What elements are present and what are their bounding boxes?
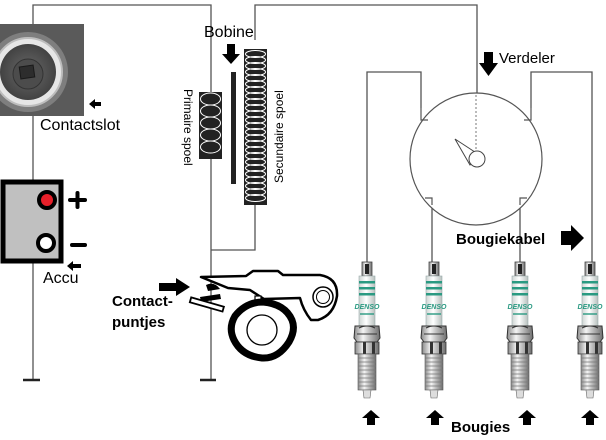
- arrow-up-icon: [518, 410, 536, 425]
- rotor-icon: [454, 138, 486, 168]
- breaker-points-icon: [188, 269, 339, 362]
- contactslot-label: Contactslot: [40, 117, 121, 134]
- arrow-left-icon: [67, 261, 81, 271]
- wire-coil-to-distributor: [254, 4, 478, 95]
- coil-winding: [245, 158, 266, 166]
- coil-winding: [245, 152, 266, 160]
- contactpuntjes: Contact- puntjes: [112, 269, 339, 362]
- bougies: Bougies: [353, 261, 604, 436]
- coil-winding: [245, 182, 266, 190]
- arrow-right-icon: [561, 225, 584, 251]
- coil-winding: [245, 134, 266, 142]
- bougiekabel-label: Bougiekabel: [456, 231, 545, 248]
- coil-winding: [245, 50, 266, 58]
- arrow-down-icon: [479, 52, 498, 76]
- verdeler-label: Verdeler: [499, 50, 555, 67]
- arrow-up-icon: [581, 410, 599, 425]
- coil-winding: [245, 146, 266, 154]
- secundaire-spoel-label: Secundaire spoel: [272, 90, 286, 183]
- coil-winding: [245, 98, 266, 106]
- coil-winding: [245, 128, 266, 136]
- accu-label: Accu: [43, 270, 79, 287]
- coil-winding: [245, 68, 266, 76]
- primary-coil-icon: [199, 92, 222, 159]
- coil-winding: [245, 140, 266, 148]
- coil-winding: [245, 56, 266, 64]
- bougies-label: Bougies: [451, 419, 510, 436]
- coil-winding: [245, 116, 266, 124]
- battery-minus-terminal: [36, 233, 56, 253]
- coil-winding: [245, 122, 266, 130]
- plus-icon: [68, 191, 87, 209]
- arrow-up-icon: [362, 410, 380, 425]
- coil-winding: [245, 188, 266, 196]
- contactslot: Contactslot: [0, 24, 121, 134]
- coil-winding: [245, 176, 266, 184]
- coil-winding: [245, 86, 266, 94]
- spark-plug-icon: [353, 261, 381, 399]
- spark-plug-icon: [420, 261, 448, 399]
- coil-winding: [245, 92, 266, 100]
- spark-plug-icon: [576, 261, 604, 399]
- arrow-down-icon: [222, 44, 240, 64]
- coil-winding: [245, 170, 266, 178]
- coil-winding: [245, 80, 266, 88]
- contactpuntjes-label-line2: puntjes: [112, 314, 165, 331]
- wire-plug-1: [366, 71, 422, 262]
- coil-winding: [245, 62, 266, 70]
- accu: Accu: [0, 179, 87, 287]
- spark-plug-icon: [506, 261, 534, 399]
- arrow-up-icon: [426, 410, 444, 425]
- coil-winding: [245, 110, 266, 118]
- wire-coil-link: [211, 205, 256, 251]
- coil-winding: [245, 104, 266, 112]
- secondary-coil-icon: [244, 49, 267, 205]
- contactpuntjes-label-line1: Contact-: [112, 293, 173, 310]
- wire-plug-4: [530, 71, 593, 262]
- bobine-label: Bobine: [204, 24, 254, 41]
- coil-winding: [245, 74, 266, 82]
- verdeler: Verdeler: [409, 50, 555, 226]
- bobine: Bobine Primaire spoel Secundaire spoel: [181, 24, 286, 205]
- coil-winding: [245, 194, 266, 202]
- primaire-spoel-label: Primaire spoel: [181, 89, 195, 166]
- coil-core: [231, 72, 236, 184]
- coil-winding: [245, 164, 266, 172]
- battery-plus-terminal: [37, 190, 57, 210]
- arrow-left-icon: [89, 99, 101, 109]
- arrow-right-icon: [159, 278, 190, 296]
